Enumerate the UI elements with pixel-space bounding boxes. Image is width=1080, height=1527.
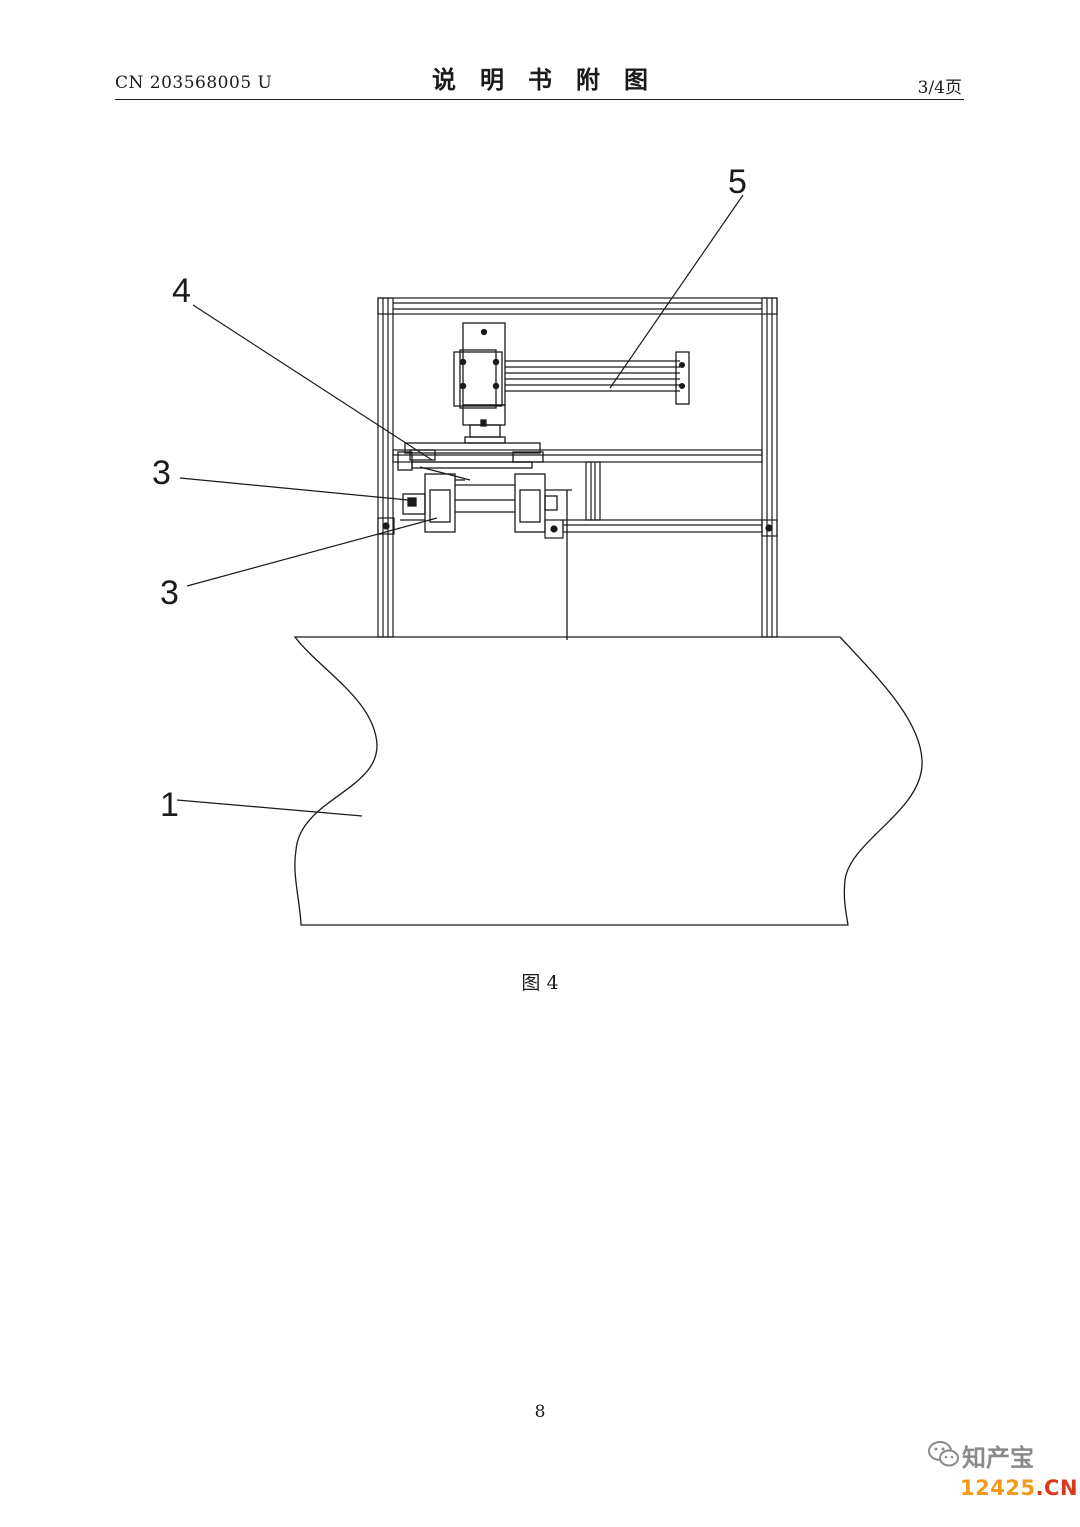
wheel-mechanism [397, 442, 572, 533]
page-indicator: 3/4页 [917, 78, 962, 98]
base-body [293, 636, 923, 926]
callout-label-3-lower: 3 [160, 574, 179, 612]
watermark: 知产宝 12425.CN [925, 1435, 1078, 1525]
watermark-account: 知产宝 [962, 1444, 1034, 1472]
leader-lines [176, 194, 744, 817]
watermark-site-tld: .CN [1035, 1476, 1079, 1500]
publication-number: CN 203568005 U [115, 73, 273, 93]
cylinder-assembly [453, 322, 690, 444]
callout-label-5: 5 [728, 163, 747, 201]
callout-label-1: 1 [160, 786, 179, 824]
callout-label-3-upper: 3 [152, 454, 171, 492]
watermark-site: 12425.CN [960, 1476, 1078, 1500]
watermark-site-main: 12425 [960, 1476, 1036, 1500]
frame [377, 297, 778, 638]
page-title: 说明书附图 [432, 65, 672, 94]
callout-label-4: 4 [172, 272, 191, 310]
header-divider [115, 99, 964, 100]
figure-caption: 图 4 [521, 972, 559, 994]
page-number: 8 [534, 1402, 546, 1422]
wechat-icon [928, 1441, 959, 1467]
